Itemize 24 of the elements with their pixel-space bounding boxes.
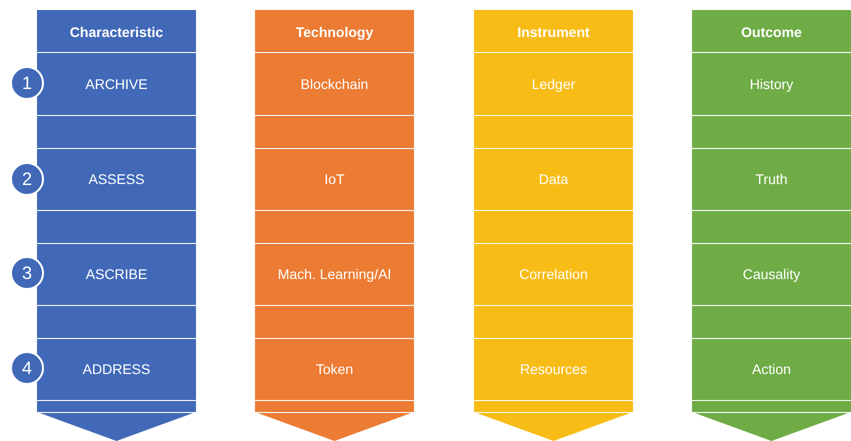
row-label: ASSESS	[88, 170, 145, 189]
column-band	[255, 10, 414, 441]
row-label: Causality	[742, 265, 800, 284]
row-label: Token	[316, 360, 354, 379]
row-label: Resources	[520, 360, 587, 379]
row-label: Data	[538, 170, 568, 189]
row-label: History	[750, 74, 794, 94]
column-header: Outcome	[740, 23, 803, 42]
row-label: ADDRESS	[82, 360, 150, 379]
column-band	[474, 10, 633, 441]
row-label: Ledger	[532, 74, 576, 94]
row-label: Blockchain	[300, 74, 368, 94]
row-label: ARCHIVE	[85, 74, 148, 94]
column-header: Characteristic	[68, 23, 164, 42]
column-header: Instrument	[516, 23, 591, 42]
row-label: IoT	[324, 170, 345, 189]
column-band	[37, 10, 196, 441]
row-label: ASCRIBE	[86, 265, 148, 284]
row-label: Action	[752, 360, 791, 379]
row-label: Mach. Learning/AI	[278, 265, 392, 284]
row-label: Correlation	[519, 265, 588, 284]
column-band	[692, 10, 851, 441]
row-label: Truth	[755, 170, 788, 189]
column-header: Technology	[294, 23, 374, 42]
